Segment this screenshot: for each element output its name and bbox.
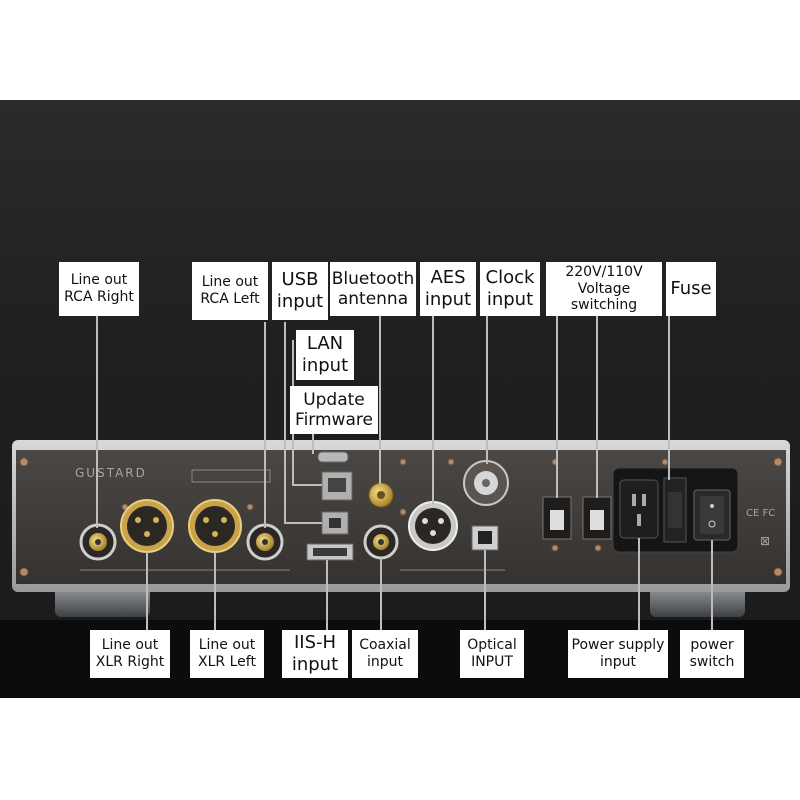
ce-mark: CE FC (746, 508, 775, 519)
label-line-out-rca-right: Line out RCA Right (59, 262, 139, 316)
leader-line (96, 316, 98, 528)
label-line-out-xlr-left: Line out XLR Left (190, 630, 264, 678)
label-update-firmware: Update Firmware (290, 386, 378, 434)
leader-line (284, 522, 322, 524)
leader-line (711, 540, 713, 630)
label-bluetooth-antenna: Bluetooth antenna (330, 262, 416, 316)
device-foot-right (650, 585, 745, 617)
label-iis-h-input: IIS-H input (282, 630, 348, 678)
leader-line (214, 552, 216, 630)
iec-inlet (619, 479, 659, 539)
leader-line (379, 316, 381, 484)
screw (594, 544, 602, 552)
leader-line (326, 560, 328, 630)
label-usb-input: USB input (272, 262, 328, 320)
screw (773, 567, 783, 577)
caution-sticker (191, 469, 271, 483)
weee-mark: ⊠ (760, 534, 770, 548)
label-lan-input: LAN input (296, 330, 354, 380)
leader-line (638, 538, 640, 630)
leader-line (596, 316, 598, 498)
leader-line (380, 558, 382, 630)
leader-line (556, 316, 558, 498)
label-coaxial-input: Coaxial input (352, 630, 418, 678)
screw (19, 457, 29, 467)
screw (447, 458, 455, 466)
leader-line (264, 322, 266, 528)
leader-line (486, 316, 488, 464)
leader-line (432, 316, 434, 504)
label-voltage-switching: 220V/110V Voltage switching (546, 262, 662, 316)
label-aes-input: AES input (420, 262, 476, 316)
leader-line (146, 552, 148, 630)
screw (399, 508, 407, 516)
leader-line (284, 322, 286, 524)
label-power-switch: power switch (680, 630, 744, 678)
label-fuse: Fuse (666, 262, 716, 316)
screw (246, 503, 254, 511)
screw (773, 457, 783, 467)
usb-c-port (317, 451, 349, 463)
leader-line (312, 430, 314, 454)
screw (399, 458, 407, 466)
label-clock-input: Clock input (480, 262, 540, 316)
leader-line (668, 316, 670, 480)
label-line-out-rca-left: Line out RCA Left (192, 262, 268, 320)
label-optical-input: Optical INPUT (460, 630, 524, 678)
leader-line (484, 550, 486, 630)
label-line-out-xlr-right: Line out XLR Right (90, 630, 170, 678)
label-power-supply-input: Power supply input (568, 630, 668, 678)
leader-line (292, 484, 322, 486)
screw (551, 544, 559, 552)
screw (19, 567, 29, 577)
device-foot-left (55, 585, 150, 617)
brand-logo: GUSTARD (75, 466, 147, 480)
